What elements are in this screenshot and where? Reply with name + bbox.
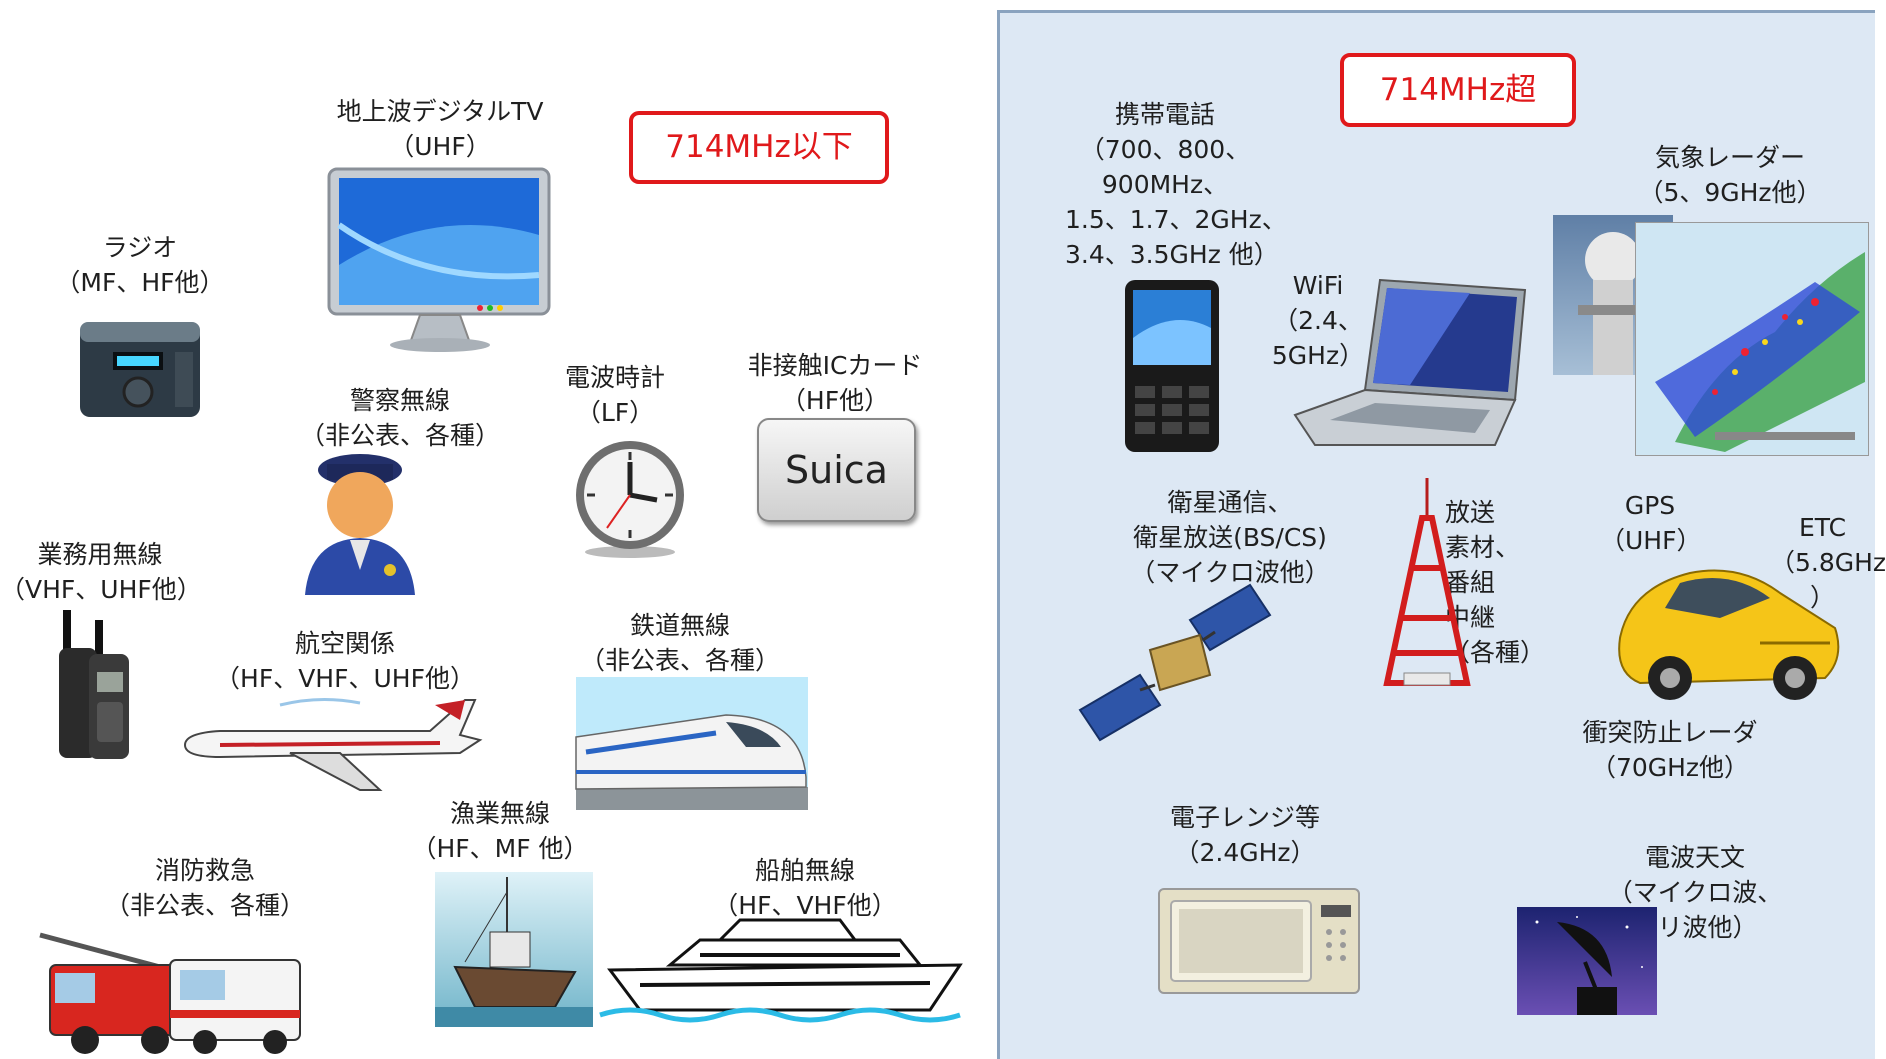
fishery-label: 漁業無線（HF、MF 他） — [411, 799, 589, 863]
satellite-label: 衛星通信、衛星放送(BS/CS)（マイクロ波他） — [1130, 488, 1330, 587]
clock-icon — [576, 441, 684, 558]
weather-radar-label: 気象レーダー（5、9GHz他） — [1638, 143, 1822, 207]
fire-truck-icon — [39, 932, 301, 1054]
laptop-icon — [1293, 278, 1527, 446]
business-radio-label: 業務用無線（VHF、UHF他） — [0, 540, 202, 604]
band-label-high: 714MHz超 — [1340, 53, 1576, 127]
police-label: 警察無線（非公表、各種） — [299, 386, 500, 450]
iccard-label: 非接触ICカード（HF他） — [747, 351, 923, 415]
tv-label: 地上波デジタルTV（UHF） — [336, 97, 544, 161]
railway-label: 鉄道無線（非公表、各種） — [579, 611, 780, 675]
collision-radar-label: 衝突防止レーダ（70GHz他） — [1582, 718, 1758, 782]
radar-tower-icon — [1578, 232, 1648, 375]
satellite-icon — [1078, 583, 1272, 742]
walkie-talkie-icon — [59, 610, 129, 759]
aviation-label: 航空関係（HF、VHF、UHF他） — [215, 629, 475, 693]
airplane-icon — [183, 697, 483, 791]
car-icon — [1618, 569, 1840, 700]
mobile-phone-icon — [1125, 280, 1219, 452]
fishing-boat-icon — [435, 877, 593, 1027]
tokyo-tower-icon — [1383, 478, 1471, 686]
radio-label: ラジオ（MF、HF他） — [55, 233, 225, 297]
fire-label: 消防救急（非公表、各種） — [104, 856, 305, 920]
radio-telescope-icon — [1535, 916, 1643, 1015]
cruise-ship-icon — [599, 918, 963, 1023]
etc-label: ETC（5.8GHz） — [1770, 513, 1886, 612]
gps-label: GPS（UHF） — [1600, 491, 1702, 555]
wifi-label: WiFi（2.4、5GHz） — [1271, 271, 1365, 370]
mobile-phone-label: 携帯電話（700、800、 900MHz、1.5、1.7、2GHz、 3.4、3… — [1065, 100, 1287, 269]
train-icon — [575, 714, 808, 810]
clock-label: 電波時計（LF） — [564, 363, 665, 427]
tv-icon — [327, 167, 551, 352]
ship-label: 船舶無線（HF、VHF他） — [713, 856, 897, 920]
microwave-oven-icon — [1158, 888, 1360, 994]
police-icon — [305, 454, 415, 595]
radio-icon — [80, 322, 200, 417]
suica-card: Suica — [757, 418, 916, 522]
microwave-oven-label: 電子レンジ等（2.4GHz） — [1169, 803, 1320, 867]
rain-map-icon — [1655, 252, 1865, 452]
band-label-low: 714MHz以下 — [629, 111, 889, 184]
